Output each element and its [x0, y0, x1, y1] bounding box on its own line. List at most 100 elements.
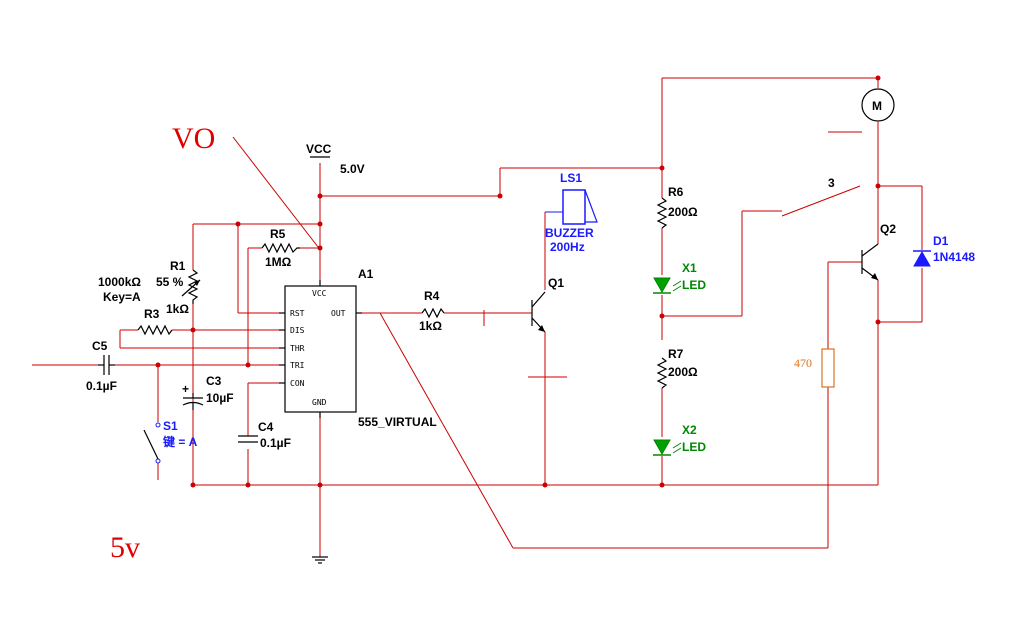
resistor-470[interactable]: 470: [794, 348, 835, 388]
x1-ref: X1: [682, 261, 697, 275]
pin-vcc: VCC: [312, 289, 327, 298]
r4-ref: R4: [424, 289, 440, 303]
ls1-freq: 200Hz: [550, 240, 585, 254]
r1-percent: 55 %: [156, 275, 184, 289]
five-volt-annotation: 5v: [110, 531, 140, 564]
junction-dot: [659, 313, 665, 319]
buzzer-body: [562, 189, 586, 225]
x2-type: LED: [682, 440, 706, 454]
buzzer-ls1[interactable]: LS1 BUZZER 200Hz: [545, 171, 598, 254]
junction-dot: [317, 245, 323, 251]
c5-value: 0.1µF: [86, 379, 117, 393]
c3-ref: C3: [206, 374, 222, 388]
ls1-type: BUZZER: [545, 226, 594, 240]
switch-s1[interactable]: S1 键 = A: [143, 419, 198, 464]
diode-d1[interactable]: D1 1N4148: [913, 234, 975, 267]
d1-ref: D1: [933, 234, 949, 248]
ic-body: [284, 285, 357, 413]
junction-dot: [235, 221, 241, 227]
r5-ref: R5: [270, 227, 286, 241]
junction-dot: [155, 362, 161, 368]
c4-value: 0.1µF: [260, 436, 291, 450]
ic-part-label: 555_VIRTUAL: [358, 415, 437, 429]
junction-dot: [190, 482, 196, 488]
d1-part: 1N4148: [933, 250, 975, 264]
capacitor-c4[interactable]: C4 0.1µF: [238, 420, 291, 450]
resistor-r6[interactable]: R6 200Ω: [656, 185, 698, 229]
out-diagonal-wire: [379, 312, 514, 549]
resistor-r4[interactable]: R4 1kΩ: [419, 289, 445, 333]
r470-body: [821, 348, 835, 388]
led-x1[interactable]: X1 LED: [653, 261, 706, 294]
r3-ref: R3: [144, 307, 160, 321]
junction-dot: [497, 193, 503, 199]
potentiometer-r1[interactable]: R1 55 % 1000kΩ Key=A 1kΩ: [98, 259, 201, 316]
timer-555[interactable]: VCC RST DIS THR TRI CON OUT GND A1 555_V…: [279, 267, 437, 429]
r6-ref: R6: [668, 185, 684, 199]
resistor-r5[interactable]: R5 1MΩ: [261, 227, 300, 269]
r1-key: Key=A: [103, 290, 141, 304]
ls1-ref: LS1: [560, 171, 582, 185]
junction-dot: [875, 319, 881, 325]
junction-dot: [317, 482, 323, 488]
c4-ref: C4: [258, 420, 274, 434]
transistor-q2[interactable]: Q2: [861, 222, 896, 281]
c5-ref: C5: [92, 339, 108, 353]
c3-plus: +: [182, 382, 189, 396]
ground-symbol: [312, 556, 328, 564]
r1-max: 1000kΩ: [98, 275, 141, 289]
capacitor-c3[interactable]: + C3 10µF: [182, 374, 234, 410]
junction-dot: [659, 165, 665, 171]
resistor-r7[interactable]: R7 200Ω: [656, 347, 698, 389]
r6-value: 200Ω: [668, 205, 698, 219]
junction-dot: [659, 482, 665, 488]
junction-dot: [542, 482, 548, 488]
capacitor-c5[interactable]: C5 0.1µF: [86, 339, 117, 393]
r7-ref: R7: [668, 347, 684, 361]
vo-annotation: VO: [172, 122, 215, 155]
r5-value: 1MΩ: [265, 255, 292, 269]
r1-ref: R1: [170, 259, 186, 273]
junction-dot: [245, 482, 251, 488]
x1-type: LED: [682, 278, 706, 292]
s1-key: 键 = A: [162, 434, 198, 449]
junction-dot: [190, 327, 196, 333]
junctions: [155, 75, 881, 488]
led-x2[interactable]: X2 LED: [653, 423, 706, 456]
pin-tri: TRI: [290, 361, 305, 370]
r4-value: 1kΩ: [419, 319, 442, 333]
r1-value: 1kΩ: [166, 302, 189, 316]
q2-ref: Q2: [880, 222, 896, 236]
switch-blade: [781, 185, 861, 217]
junction-dot: [317, 193, 323, 199]
ic-ref-label: A1: [358, 267, 374, 281]
pin-con: CON: [290, 379, 305, 388]
c3-value: 10µF: [206, 391, 234, 405]
pin-out: OUT: [331, 309, 346, 318]
motor[interactable]: M: [861, 88, 895, 122]
resistor-r3[interactable]: R3: [137, 307, 173, 336]
vcc-supply: VCC 5.0V: [306, 142, 365, 176]
q1-ref: Q1: [548, 276, 564, 290]
vo-annotation-line: [232, 136, 319, 248]
pin-thr: THR: [290, 344, 305, 353]
node-label-3: 3: [828, 176, 835, 190]
pin-rst: RST: [290, 309, 305, 318]
junction-dot: [317, 221, 323, 227]
motor-symbol: M: [872, 99, 882, 113]
junction-dot: [875, 75, 881, 81]
vcc-voltage: 5.0V: [340, 162, 365, 176]
r470-value: 470: [794, 356, 812, 370]
wires: [32, 77, 923, 557]
motor-body: [861, 88, 895, 122]
x2-ref: X2: [682, 423, 697, 437]
junction-dot: [875, 183, 881, 189]
pin-dis: DIS: [290, 326, 305, 335]
transistor-q1[interactable]: Q1: [531, 276, 564, 333]
junction-dot: [245, 362, 251, 368]
s1-ref: S1: [163, 419, 178, 433]
pin-gnd: GND: [312, 398, 327, 407]
vcc-label: VCC: [306, 142, 332, 156]
